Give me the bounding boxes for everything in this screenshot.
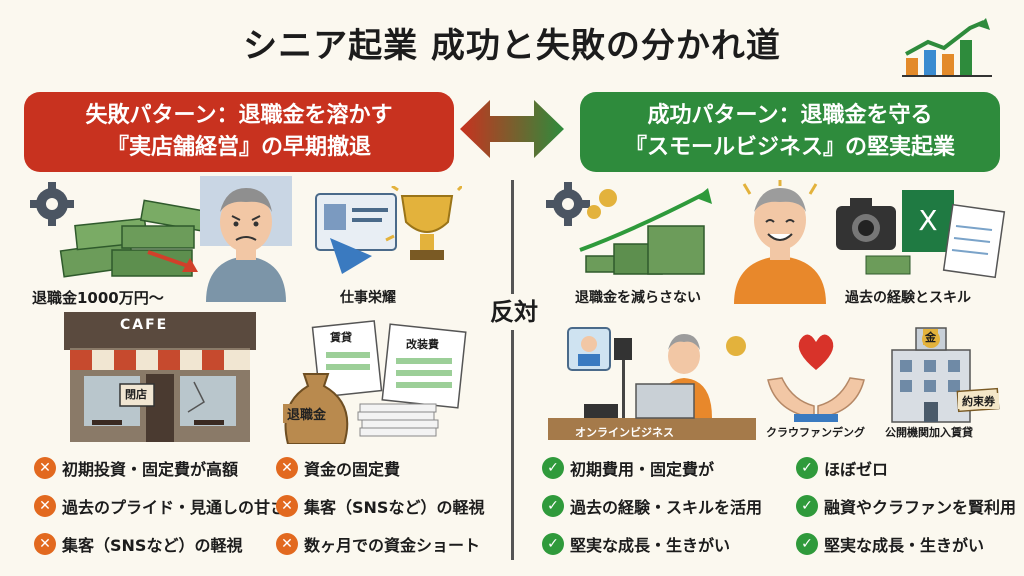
crowdfunding-heart-icon xyxy=(767,334,865,422)
fail-point: ✕ 数ヶ月での資金ショート xyxy=(276,532,480,556)
keep-money-caption: 退職金を減らさない xyxy=(571,287,705,307)
fail-point: ✕ 資金の固定費 xyxy=(276,456,400,480)
growing-money-icon xyxy=(579,188,712,275)
gear-icon xyxy=(30,182,74,226)
success-banner-line1: 成功パターン：退職金を守る xyxy=(647,103,933,128)
money-stack-icon xyxy=(59,199,211,278)
fail-banner-line1: 失敗パターン：退職金を溶かす xyxy=(85,103,393,128)
check-mark-icon: ✓ xyxy=(796,457,818,479)
job-glory-icon xyxy=(315,186,462,274)
public-caption: 公開機関加入賃貸 xyxy=(881,424,977,440)
fail-point: ✕ 初期投資・固定費が高額 xyxy=(34,456,238,480)
check-mark-icon: ✓ xyxy=(542,495,564,517)
svg-text:X: X xyxy=(918,204,937,237)
fail-point: ✕ 過去のプライド・見通しの甘さ xyxy=(34,494,286,518)
crowdfunding-caption: クラウファンデング xyxy=(762,424,869,440)
check-mark-icon: ✓ xyxy=(796,495,818,517)
x-mark-icon: ✕ xyxy=(276,495,298,517)
costs-paperwork-icon xyxy=(284,320,467,444)
skills-tools-icon: X xyxy=(836,190,1006,279)
money-bag-caption: 退職金 xyxy=(283,404,331,423)
check-mark-icon: ✓ xyxy=(542,457,564,479)
x-mark-icon: ✕ xyxy=(34,457,56,479)
kin-caption: 金 xyxy=(923,329,938,345)
opposite-label: 反対 xyxy=(484,294,544,330)
fail-banner-line2: 『実店舗経営』の早期撤退 xyxy=(106,135,371,160)
success-point: ✓ 融資やクラファンを賢利用 xyxy=(796,494,1016,518)
promise-caption: 約束券 xyxy=(958,393,999,409)
cafe-sign: CAFE xyxy=(116,317,173,333)
x-mark-icon: ✕ xyxy=(276,457,298,479)
success-banner-line2: 『スモールビジネス』の堅実起業 xyxy=(624,135,955,160)
growth-chart-icon xyxy=(902,18,992,77)
online-caption: オンラインビジネス xyxy=(571,424,678,440)
success-point: ✓ 堅実な成長・生きがい xyxy=(542,532,730,556)
success-point: ✓ 過去の経験・スキルを活用 xyxy=(542,494,762,518)
success-point: ✓ 堅実な成長・生きがい xyxy=(796,532,984,556)
success-point: ✓ 初期費用・固定費が xyxy=(542,456,714,480)
closed-cafe-icon xyxy=(64,312,256,442)
experience-caption: 過去の経験とスキル xyxy=(841,287,975,307)
x-mark-icon: ✕ xyxy=(276,533,298,555)
gear-icon xyxy=(546,182,590,226)
double-arrow-icon xyxy=(460,100,564,158)
check-mark-icon: ✓ xyxy=(796,533,818,555)
page-title: シニア起業 成功と失敗の分かれ道 xyxy=(243,26,781,66)
fail-pattern-banner: 失敗パターン：退職金を溶かす 『実店舗経営』の早期撤退 xyxy=(24,92,454,172)
closed-sign: 閉店 xyxy=(121,386,151,402)
success-pattern-banner: 成功パターン：退職金を守る 『スモールビジネス』の堅実起業 xyxy=(580,92,1000,172)
worried-senior-icon xyxy=(200,176,292,302)
fail-point: ✕ 集客（SNSなど）の軽視 xyxy=(276,494,484,518)
success-point: ✓ ほぼゼロ xyxy=(796,456,888,480)
job-glory-caption: 仕事栄耀 xyxy=(336,287,400,307)
x-mark-icon: ✕ xyxy=(34,533,56,555)
fail-point: ✕ 集客（SNSなど）の軽視 xyxy=(34,532,242,556)
center-divider xyxy=(511,180,514,560)
x-mark-icon: ✕ xyxy=(34,495,56,517)
rent-caption: 賃貸 xyxy=(326,329,356,345)
renovation-caption: 改装費 xyxy=(402,336,443,352)
check-mark-icon: ✓ xyxy=(542,533,564,555)
smiling-senior-icon xyxy=(734,180,826,304)
retirement-money-caption: 退職金1000万円〜 xyxy=(28,287,168,308)
